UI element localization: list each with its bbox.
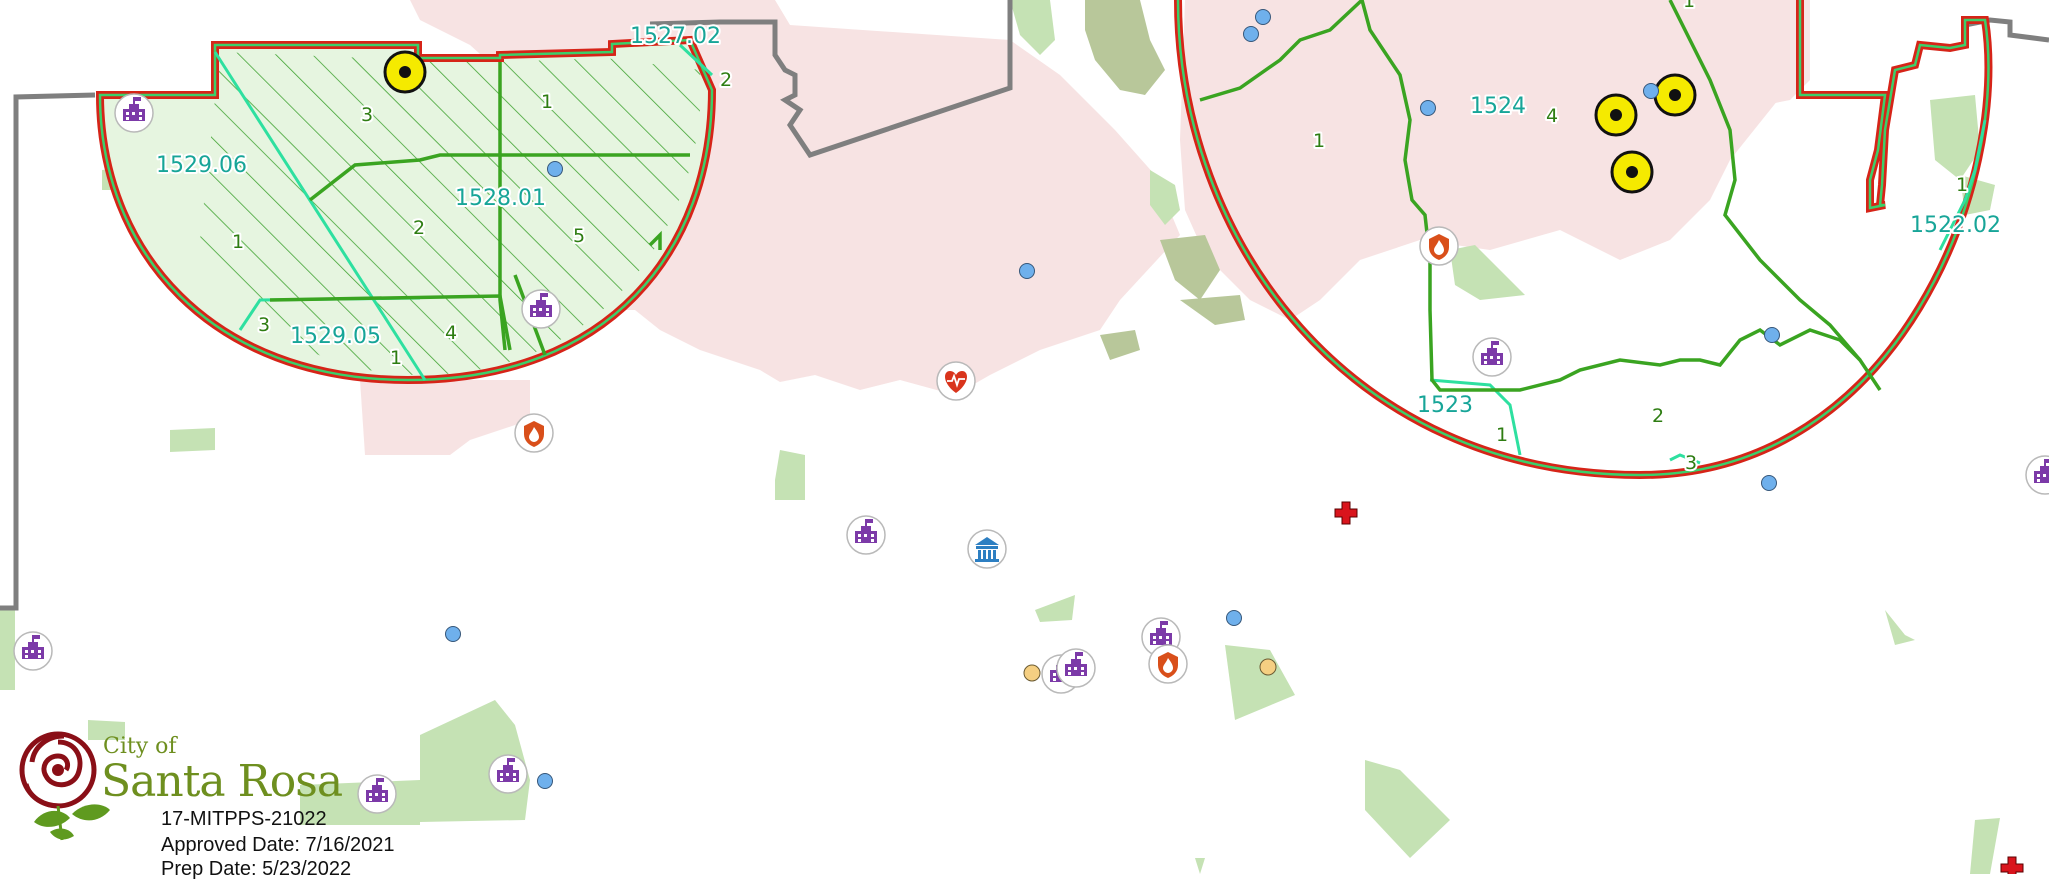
school-icon[interactable]	[521, 289, 561, 329]
blockgroup-label: 1	[1683, 0, 1695, 12]
blockgroup-label: 1	[232, 231, 244, 253]
school-icon[interactable]	[1472, 337, 1512, 377]
rose-icon	[19, 731, 110, 841]
school-icon[interactable]	[13, 631, 53, 671]
school-icon[interactable]	[2025, 455, 2049, 495]
blockgroup-label: 2	[413, 217, 425, 239]
tract-lines	[213, 43, 1987, 465]
tract-label: 1529.06	[156, 153, 247, 178]
buffer-zone-west	[95, 35, 717, 385]
health-icon[interactable]	[936, 361, 976, 401]
blockgroup-label: 2	[1652, 405, 1664, 427]
blockgroup-label: 3	[1685, 452, 1697, 474]
hospital-cross-icon[interactable]	[1334, 501, 1358, 525]
blockgroup-label: 1	[541, 91, 553, 113]
city-logo	[14, 722, 334, 852]
park-layer	[0, 0, 2000, 874]
buffer-zone-east	[1174, 0, 1993, 480]
blockgroup-label: 4	[1546, 105, 1558, 127]
government-icon[interactable]	[967, 529, 1007, 569]
blockgroup-label: 4	[445, 322, 457, 344]
fire-station-icon[interactable]	[1148, 644, 1188, 684]
utility-point-icon[interactable]	[1226, 610, 1242, 626]
school-icon[interactable]	[846, 515, 886, 555]
blockgroup-label: 1	[1313, 130, 1325, 152]
school-icon[interactable]	[488, 754, 528, 794]
school-icon[interactable]	[1056, 648, 1096, 688]
tract-label: 1523	[1417, 393, 1473, 418]
blockgroup-labels: 3 1 2 1 2 5 3 4 1 1 4 1 2 1 3 1	[230, 0, 1970, 476]
tract-label: 1527.02	[630, 24, 721, 49]
utility-point-icon[interactable]	[1420, 100, 1436, 116]
utility-point-icon[interactable]	[1019, 263, 1035, 279]
utility-point-icon[interactable]	[1764, 327, 1780, 343]
school-icon[interactable]	[357, 774, 397, 814]
tract-label: 1529.05	[290, 324, 381, 349]
tract-labels: 1527.02 1529.06 1528.01 1529.05 1524 152…	[154, 22, 2003, 420]
fire-station-icon[interactable]	[514, 413, 554, 453]
document-id: 17-MITPPS-21022	[161, 808, 327, 830]
blockgroup-label: 2	[720, 69, 732, 91]
orange-point-icon[interactable]	[1023, 664, 1041, 682]
orange-point-icon[interactable]	[1259, 658, 1277, 676]
hazard-site-icon[interactable]	[383, 50, 427, 94]
blockgroup-label: 3	[361, 104, 373, 126]
hospital-cross-icon[interactable]	[2000, 856, 2024, 874]
blockgroup-lines	[269, 0, 1882, 392]
hazard-site-icon[interactable]	[1610, 150, 1654, 194]
blockgroup-label: 1	[390, 347, 402, 369]
tract-label: 1522.02	[1910, 213, 2001, 238]
blockgroup-label: 1	[1496, 424, 1508, 446]
utility-point-icon[interactable]	[1255, 9, 1271, 25]
hazard-site-icon[interactable]	[1653, 73, 1697, 117]
tract-label: 1528.01	[455, 186, 546, 211]
utility-point-icon[interactable]	[547, 161, 563, 177]
logo-city-name: Santa Rosa	[101, 756, 343, 807]
hazard-site-icon[interactable]	[1594, 93, 1638, 137]
approved-date: Approved Date: 7/16/2021	[161, 834, 395, 856]
prep-date: Prep Date: 5/23/2022	[161, 858, 352, 880]
utility-point-icon[interactable]	[1243, 26, 1259, 42]
fire-station-icon[interactable]	[1419, 226, 1459, 266]
logo-city-of-text: City of	[103, 734, 177, 759]
blockgroup-label: 1	[1956, 174, 1968, 196]
utility-point-icon[interactable]	[537, 773, 553, 789]
school-icon[interactable]	[114, 93, 154, 133]
utility-point-icon[interactable]	[445, 626, 461, 642]
utility-point-icon[interactable]	[1643, 83, 1659, 99]
blockgroup-label: 3	[258, 314, 270, 336]
tract-label: 1524	[1470, 94, 1526, 119]
blockgroup-label: 5	[573, 225, 585, 247]
utility-point-icon[interactable]	[1761, 475, 1777, 491]
